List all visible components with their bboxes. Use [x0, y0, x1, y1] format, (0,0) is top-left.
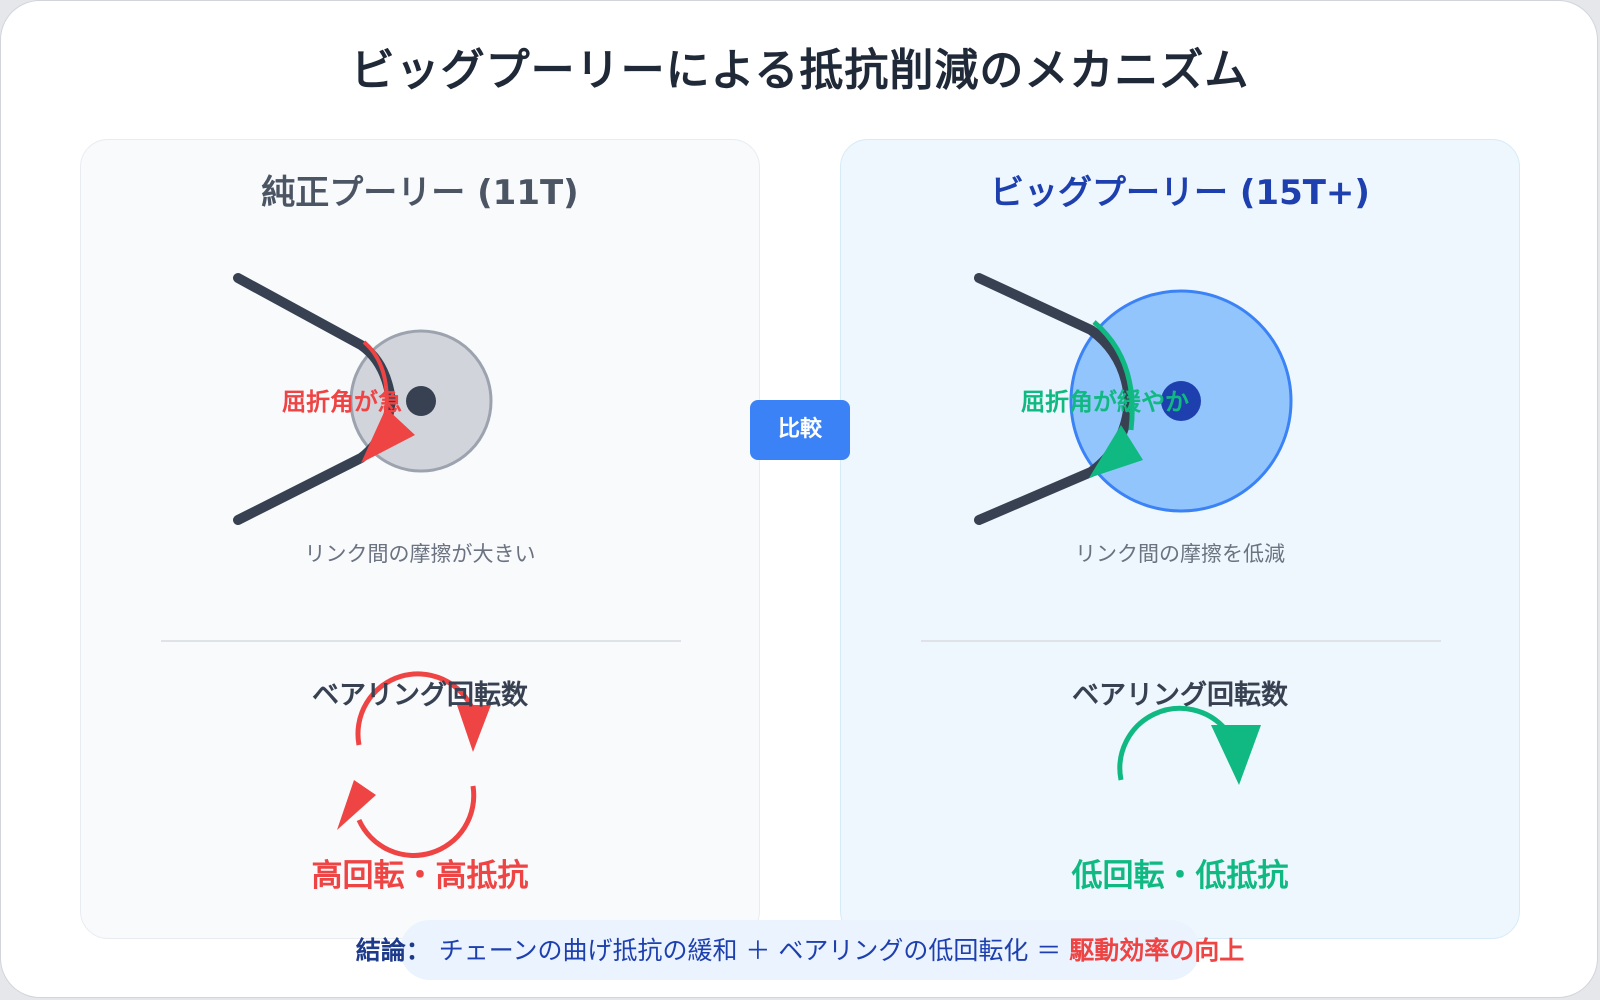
- conclusion-bar: [400, 920, 1200, 980]
- big-bearing-title: ベアリング回転数: [1072, 680, 1288, 711]
- big-friction-caption: リンク間の摩擦を低減: [1075, 542, 1285, 566]
- standard-friction-caption: リンク間の摩擦が大きい: [304, 542, 536, 566]
- compare-badge: 比較: [750, 400, 850, 460]
- big-pulley-diagram: 屈折角が緩やか: [974, 273, 1293, 785]
- standard-pulley-title: 純正プーリー (11T): [261, 173, 579, 213]
- big-result-label: 低回転・低抵抗: [1071, 858, 1289, 894]
- conclusion-text: 結論： チェーンの曲げ抵抗の緩和 ＋ ベアリングの低回転化 ＝ 駆動効率の向上: [0, 931, 1600, 967]
- rotation-arrow-icon: [337, 671, 491, 858]
- conclusion-label: 結論：: [355, 936, 431, 965]
- bend-angle-label: 屈折角が急: [282, 388, 402, 416]
- conclusion-highlight: 駆動効率の向上: [1069, 936, 1245, 965]
- bend-arrow-icon: [361, 340, 415, 463]
- standard-pulley-panel: 純正プーリー (11T) 屈折角が急 リンク間の摩擦が大きい ベアリング回転数 …: [80, 139, 760, 939]
- standard-bearing-title: ベアリング回転数: [312, 680, 528, 711]
- panel-divider: [921, 640, 1441, 642]
- big-pulley-title: ビッグプーリー (15T+): [990, 173, 1370, 213]
- rotation-arrow-icon: [1117, 705, 1261, 785]
- bend-angle-label: 屈折角が緩やか: [1021, 388, 1189, 416]
- standard-pulley-diagram: 屈折角が急: [233, 273, 493, 858]
- big-pulley-panel: ビッグプーリー (15T+) 屈折角が緩やか リンク間の摩擦を低減 ベアリング回…: [840, 139, 1520, 939]
- bend-arrow-icon: [1089, 320, 1143, 478]
- panel-divider: [161, 640, 681, 642]
- page-title: ビッグプーリーによる抵抗削減のメカニズム: [350, 45, 1250, 96]
- standard-result-label: 高回転・高抵抗: [311, 858, 529, 894]
- conclusion-body: チェーンの曲げ抵抗の緩和 ＋ ベアリングの低回転化 ＝: [430, 936, 1070, 965]
